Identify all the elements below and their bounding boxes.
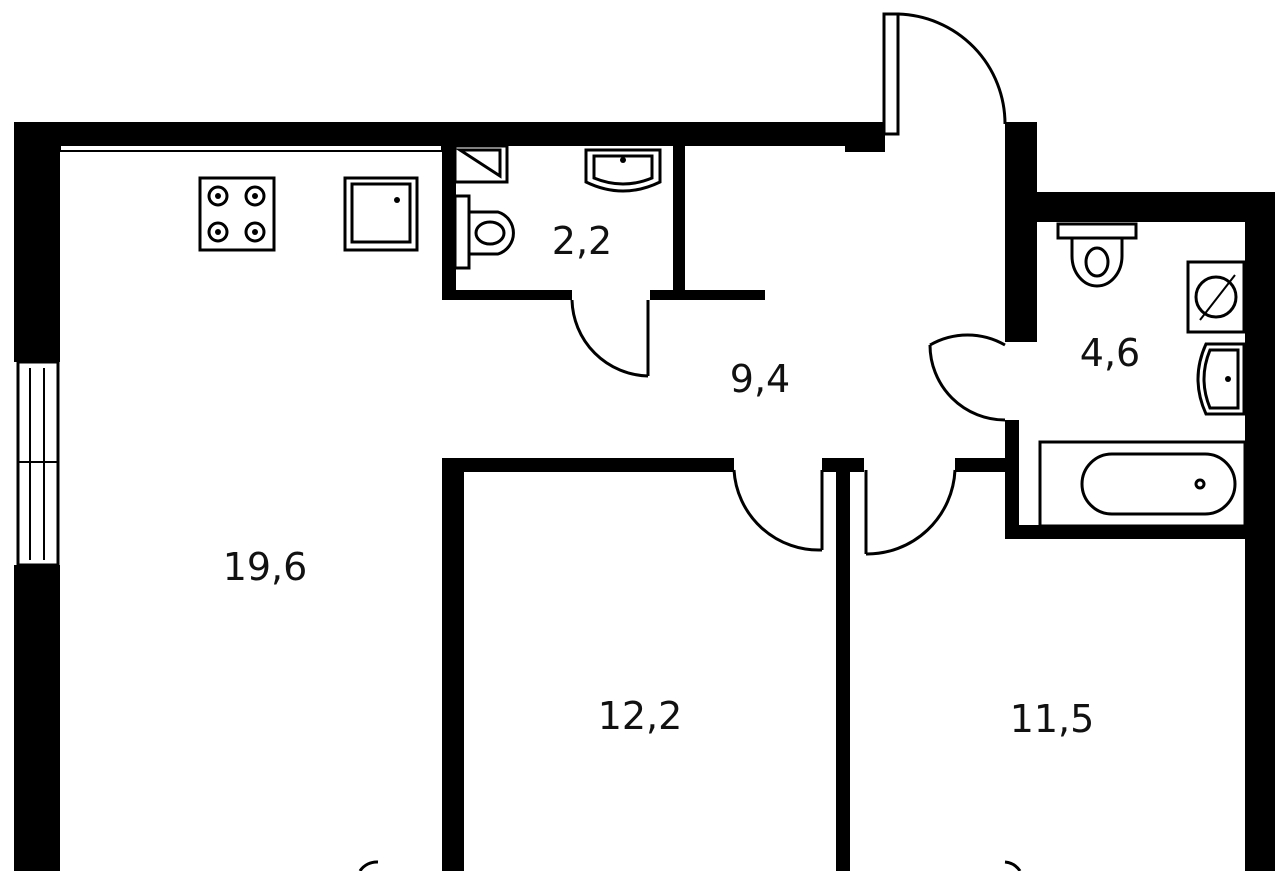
wc-washbasin-icon [584, 148, 662, 193]
door-arc-bottom-left [358, 860, 379, 871]
top-window-strip [59, 144, 443, 152]
wall-bedroom1-top [442, 458, 734, 472]
room-area-bedroom-1: 12,2 [598, 694, 683, 738]
bedroom2-door-arc [865, 469, 957, 556]
bathtub-icon [1038, 440, 1247, 528]
room-area-hall: 9,4 [730, 357, 790, 401]
stove-icon [198, 176, 276, 252]
wall-top-right [1005, 192, 1275, 222]
wall-bedroom2-top [955, 458, 1010, 472]
wall-wc-bottom-a [442, 290, 572, 300]
room-area-bathroom: 4,6 [1080, 331, 1140, 375]
wall-bedroom1-left [442, 458, 464, 871]
wall-wc-left [442, 145, 456, 300]
wall-left-upper [14, 122, 60, 362]
door-arc-bottom-right [1004, 860, 1022, 871]
wall-bathroom-left-lower [1005, 420, 1019, 539]
washing-machine-icon [1186, 260, 1246, 334]
bathroom-sink-icon [1196, 342, 1246, 416]
wall-bathroom-bottom [1005, 525, 1250, 539]
entrance-door [882, 12, 1007, 136]
left-window [16, 360, 60, 567]
wall-wc-right [673, 145, 685, 295]
wc-small-sink-icon [453, 144, 509, 184]
room-area-kitchen-living: 19,6 [223, 545, 308, 589]
bedroom1-door-arc [732, 469, 823, 552]
wall-top [14, 122, 884, 146]
bathroom-door-arc-a [929, 333, 1006, 347]
wall-partition [836, 458, 850, 871]
kitchen-sink-icon [343, 176, 419, 252]
bathroom-door-arc [928, 344, 1006, 422]
wall-top-jamb [845, 122, 885, 152]
walls [14, 122, 1275, 871]
wc-door-arc [570, 299, 649, 378]
wall-entrance-right [1005, 122, 1037, 342]
wall-left-lower [14, 565, 60, 871]
wall-wc-bottom-b [650, 290, 765, 300]
room-labels: 19,6 2,2 9,4 4,6 12,2 11,5 [223, 219, 1141, 741]
wc-toilet-icon [453, 194, 515, 270]
bathroom-toilet-icon [1056, 222, 1138, 288]
room-area-bedroom-2: 11,5 [1010, 697, 1095, 741]
room-area-wc: 2,2 [552, 219, 612, 263]
doors [358, 299, 1022, 871]
